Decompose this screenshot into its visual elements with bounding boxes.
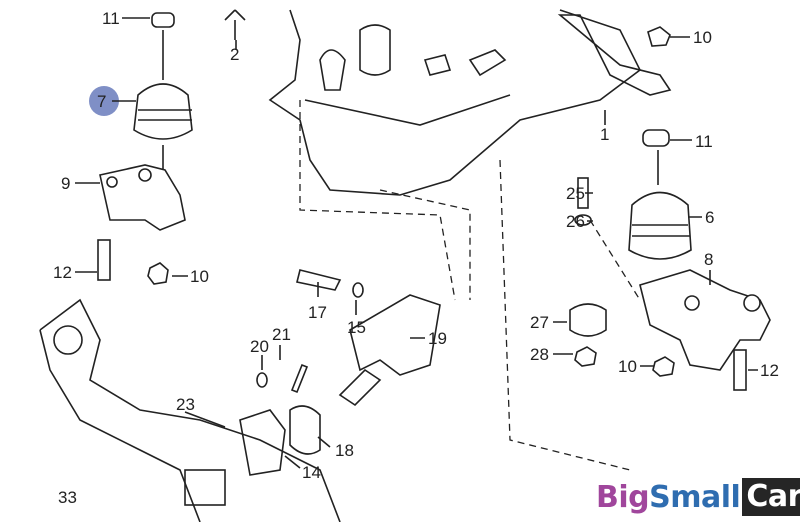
label-part-18: 18 <box>335 441 354 460</box>
label-part-11: 11 <box>102 9 120 28</box>
label-part-2: 2 <box>230 45 239 64</box>
label-part-11: 11 <box>695 132 713 151</box>
label-part-25: 25 <box>566 184 585 203</box>
dashed-leaders <box>299 100 641 471</box>
part-labels: 11 2 7 9 12 10 10 1 11 25 26 6 8 27 28 1… <box>53 9 779 507</box>
logo-car: Car <box>742 478 800 516</box>
subframe <box>39 298 341 522</box>
engine-block <box>224 9 672 196</box>
highlight-marker <box>89 86 119 116</box>
label-part-27: 27 <box>530 313 549 332</box>
label-part-10: 10 <box>618 357 637 376</box>
label-part-10: 10 <box>693 28 712 47</box>
label-part-10: 10 <box>190 267 209 286</box>
label-part-15: 15 <box>347 318 366 337</box>
logo-small: Small <box>649 479 741 515</box>
label-part-1: 1 <box>600 125 609 144</box>
label-part-6: 6 <box>705 208 714 227</box>
engine-mount-right <box>569 26 771 391</box>
label-part-7: 7 <box>97 92 106 111</box>
label-part-12: 12 <box>760 361 779 380</box>
label-part-8: 8 <box>704 250 713 269</box>
label-leaders <box>75 17 758 469</box>
label-part-12: 12 <box>53 263 72 282</box>
logo-big: Big <box>596 479 650 515</box>
label-part-28: 28 <box>530 345 549 364</box>
label-part-23: 23 <box>176 395 195 414</box>
label-part-20: 20 <box>250 337 269 356</box>
label-part-14: 14 <box>302 463 321 482</box>
label-part-33: 33 <box>58 488 77 507</box>
label-part-9: 9 <box>61 174 70 193</box>
label-part-21: 21 <box>272 325 291 344</box>
label-part-17: 17 <box>308 303 327 322</box>
label-part-26: 26 <box>566 212 585 231</box>
transmission-brackets <box>239 269 441 476</box>
label-part-19: 19 <box>428 329 447 348</box>
engine-mount-left <box>97 12 193 285</box>
